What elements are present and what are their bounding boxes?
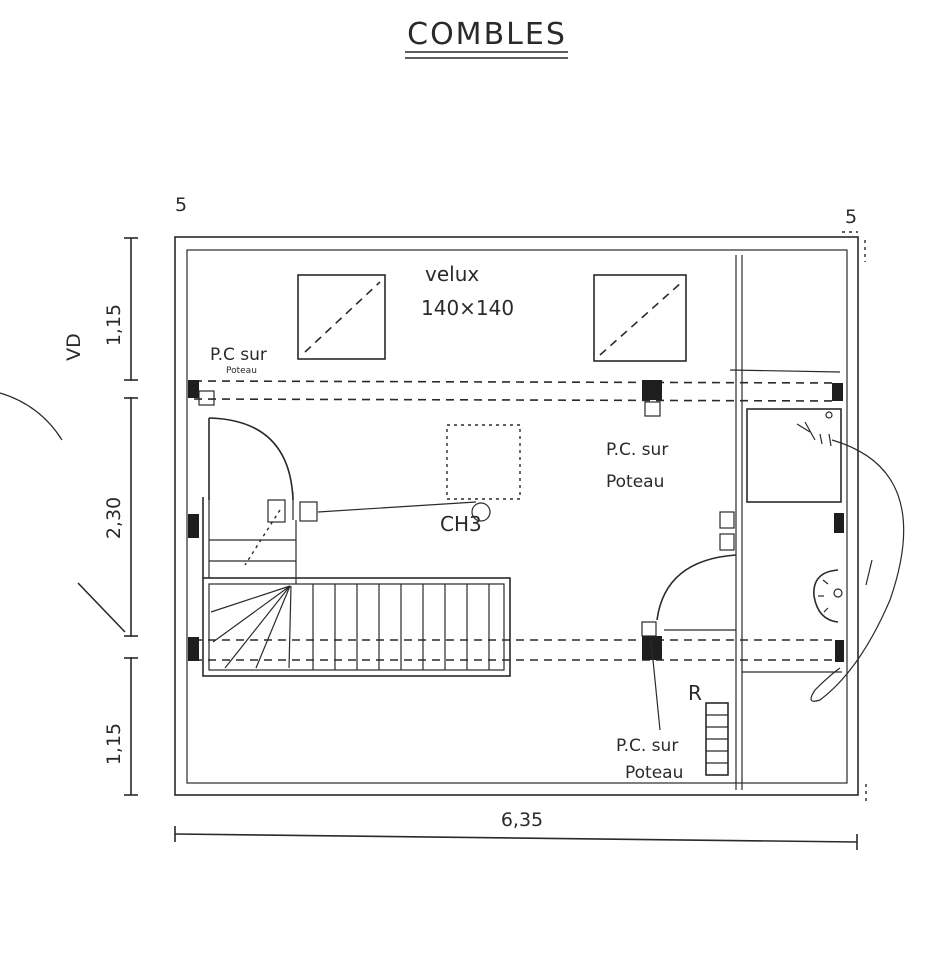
note-pc-top-left-line2: Poteau — [226, 366, 257, 376]
small-stair-steps — [706, 714, 728, 764]
velux-window-left — [297, 274, 386, 360]
light-switch-symbol — [471, 502, 491, 522]
wire-loop-right — [810, 439, 905, 702]
post-top-right — [832, 383, 843, 401]
velux-left-diagonal — [304, 281, 381, 353]
lamp-rays — [796, 421, 832, 447]
dim-left-middle: 2,30 — [103, 497, 125, 539]
beam-top-2 — [193, 398, 839, 402]
dim-left-bottom: 1,15 — [103, 723, 125, 765]
wire-tick-right — [865, 559, 873, 586]
outlet-bottom — [641, 621, 657, 637]
wall-thickness-top-right: 5 — [845, 206, 857, 228]
velux-label: velux — [425, 262, 479, 286]
pc-bottom-leader — [650, 639, 661, 731]
beam-top-1 — [193, 380, 839, 384]
plan-title: COMBLES — [407, 17, 567, 52]
velux-right-diagonal — [599, 281, 683, 356]
stair-steps — [210, 584, 490, 670]
dim-bottom-line — [174, 833, 858, 843]
outlet-top-left — [198, 390, 215, 406]
side-mark-vd: VD — [63, 333, 85, 361]
tub-tick-3 — [823, 607, 829, 613]
post-mid-left — [188, 514, 199, 538]
post-bottom-right — [835, 640, 844, 662]
light-wire — [317, 501, 477, 513]
note-pc-top-left-line1: P.C sur — [210, 345, 267, 365]
post-mid-right — [834, 513, 844, 533]
wall-thickness-top-left: 5 — [175, 194, 187, 216]
cabinet-right — [746, 408, 842, 503]
tub-arc — [813, 569, 839, 623]
outlet-mid-1 — [267, 499, 286, 523]
outlet-top-center — [644, 401, 661, 417]
note-pc-bottom-line2: Poteau — [625, 763, 683, 783]
note-pc-center-line2: Poteau — [606, 472, 664, 492]
outlet-mid-2 — [299, 501, 318, 522]
note-pc-center-line1: P.C. sur — [606, 440, 668, 460]
dim-left-top: 1,15 — [103, 304, 125, 346]
stair-outer — [202, 577, 511, 677]
fixture-dot — [825, 411, 833, 419]
dim-bottom-width: 6,35 — [501, 809, 543, 831]
room-label-ch3: CH3 — [440, 512, 482, 536]
door-right-arc — [656, 554, 737, 621]
post-bottom-left — [188, 637, 199, 661]
dim-left-gap-2 — [128, 637, 136, 657]
post-top-left — [188, 380, 199, 398]
post-top-center — [642, 380, 662, 400]
inner-wall — [186, 249, 848, 784]
ceiling-light — [446, 424, 521, 500]
room-label-reserve: R — [688, 681, 702, 705]
dim-left-gap-1 — [128, 381, 136, 397]
stair-direction — [244, 509, 281, 566]
tub-drain — [833, 588, 843, 598]
left-slash-mark — [77, 582, 126, 633]
tub-tick-1 — [822, 579, 829, 585]
velux-size: 140×140 — [421, 296, 514, 320]
left-edge-curve — [0, 392, 63, 441]
partition-top-link — [729, 369, 841, 373]
outlet-right-2 — [719, 533, 735, 551]
velux-window-right — [593, 274, 687, 362]
outlet-right-1 — [719, 511, 735, 529]
note-pc-bottom-line1: P.C. sur — [616, 736, 678, 756]
door-left-arc — [208, 417, 294, 501]
outer-wall — [174, 236, 859, 796]
